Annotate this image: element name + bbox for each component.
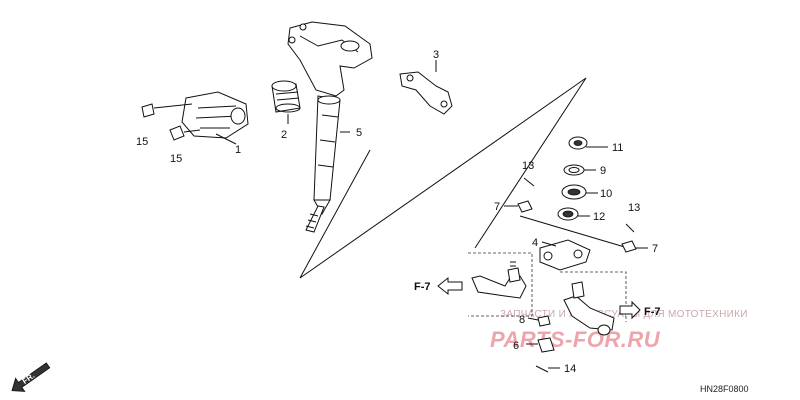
part-number-4: 4: [532, 237, 538, 249]
part-number-13-left: 13: [522, 160, 534, 172]
part-number-15-bottom: 15: [170, 153, 182, 165]
bracket: [399, 71, 453, 115]
tie-rod-center: [519, 215, 629, 271]
part-number-12: 12: [593, 211, 605, 223]
small-parts: [535, 315, 555, 373]
guide-lines: [299, 77, 587, 279]
tie-rod-end-left: [468, 252, 533, 317]
steering-shaft: [287, 21, 373, 233]
tie-rod-end-right: [560, 271, 627, 336]
part-number-15-top: 15: [136, 136, 148, 148]
part-number-14: 14: [564, 363, 576, 375]
bolts-15: [141, 103, 201, 141]
leader-lines: [215, 60, 648, 369]
ref-arrow-left: F-7: [414, 276, 463, 296]
part-number-7-right: 7: [652, 243, 658, 255]
part-number-2: 2: [281, 129, 287, 141]
watermark: ЗАПЧАСТИ И АКСЕССУАРЫ ДЛЯ МОТОТЕХНИКИ PA…: [490, 309, 747, 352]
bearing-stack: [557, 136, 588, 221]
part-number-1: 1: [235, 144, 241, 156]
part-number-11: 11: [612, 142, 623, 154]
part-number-8: 8: [519, 314, 525, 326]
part-number-5: 5: [356, 127, 362, 139]
part-number-9: 9: [600, 165, 606, 177]
part-number-10: 10: [600, 188, 612, 200]
diagram-code: HN28F0800: [700, 384, 749, 394]
part-number-13-right: 13: [628, 202, 640, 214]
callout-right: F-7: [644, 306, 661, 318]
bushing: [271, 80, 301, 113]
nuts-7: [517, 200, 637, 253]
part-number-7-left: 7: [494, 201, 500, 213]
front-arrow: FR.: [11, 362, 51, 392]
part-number-3: 3: [433, 49, 439, 61]
watermark-main: PARTS-FOR.RU: [490, 327, 661, 352]
callout-left: F-7: [414, 281, 431, 293]
cotter-pins-13: [523, 177, 635, 233]
shaft-holder: [181, 91, 249, 139]
part-number-6: 6: [513, 340, 519, 352]
ref-arrow-right: F-7: [619, 300, 661, 320]
part-numbers: 1 2 3 4 5 6 7 7 8 9 10 11 12 13 13 14 15…: [136, 49, 658, 375]
